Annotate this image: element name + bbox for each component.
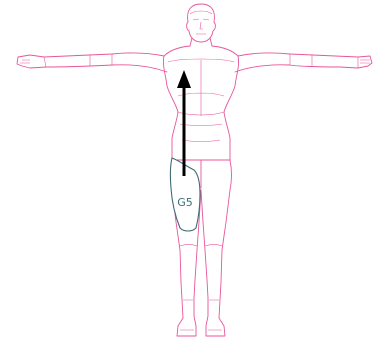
left-arm-outline xyxy=(17,53,167,72)
region-label: G5 xyxy=(177,196,193,209)
arrow-head xyxy=(177,70,191,88)
abdomen-line xyxy=(180,124,222,142)
right-arm-outline xyxy=(235,53,372,72)
right-leg-outline xyxy=(201,190,230,336)
face-details xyxy=(190,11,212,34)
